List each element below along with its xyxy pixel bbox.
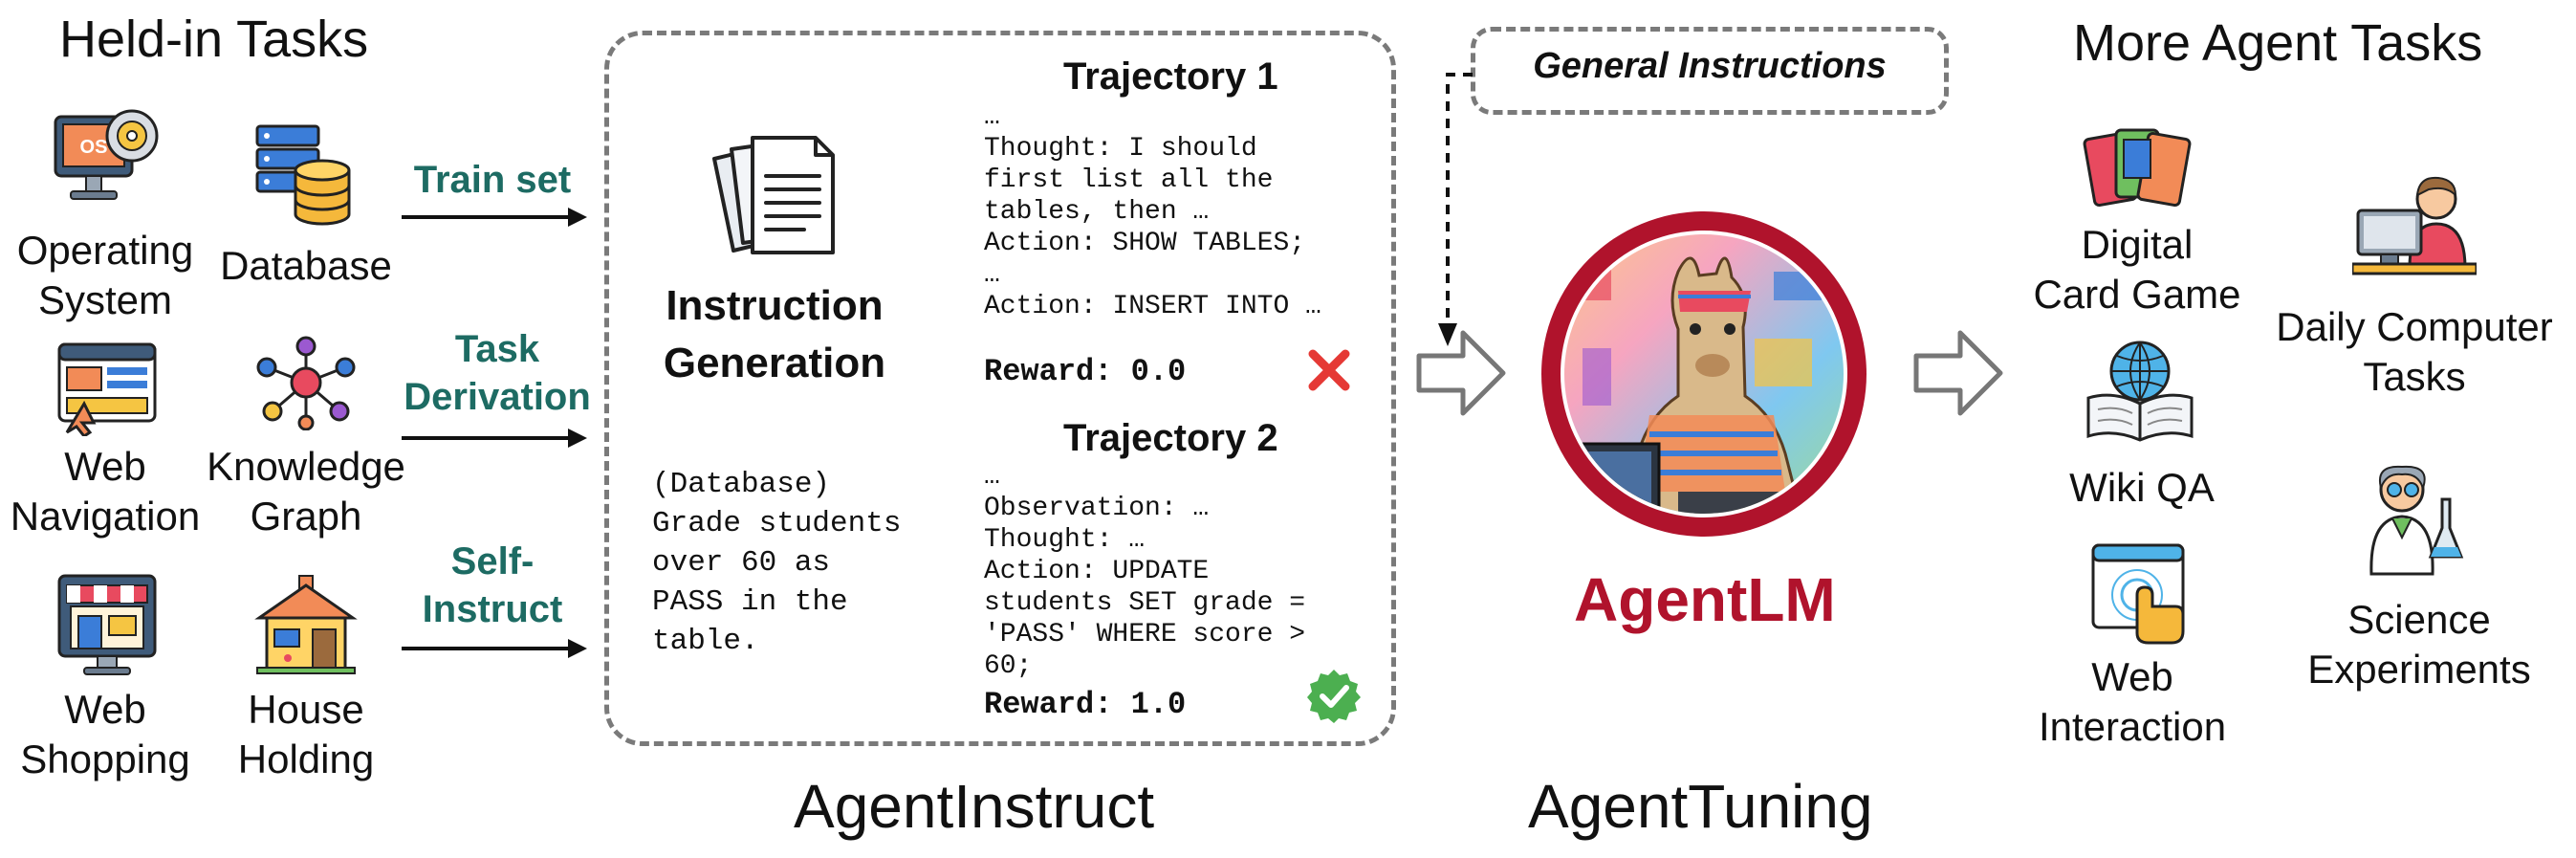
task-web-navigation: Web Navigation: [10, 442, 201, 541]
trajectory-2-title: Trajectory 2: [1063, 417, 1278, 459]
trajectory-1-text: … Thought: I should first list all the t…: [984, 102, 1321, 321]
task-database: Database: [210, 241, 402, 291]
cards-icon: [2080, 122, 2194, 218]
svg-text:OS: OS: [80, 137, 108, 158]
check-icon: [1305, 667, 1363, 724]
task-label-line1: Operating: [16, 228, 194, 273]
web-navigation-icon: [55, 341, 161, 436]
trajectory-1-title: Trajectory 1: [1063, 55, 1278, 98]
task-label-line2: Holding: [237, 737, 375, 781]
shop-icon: [55, 572, 161, 677]
instruction-generation-line2: Generation: [663, 340, 886, 386]
task-derivation-arrow: [400, 424, 591, 452]
task-label-line2: Experiments: [2307, 647, 2531, 692]
self-instruct-arrow: [400, 634, 591, 663]
task-web-shopping: Web Shopping: [10, 685, 201, 784]
task-web-interaction: Web Interaction: [2018, 652, 2247, 752]
task-derivation-line2: Derivation: [404, 376, 591, 418]
task-label-line2: Card Game: [2033, 272, 2241, 317]
agenttuning-title: AgentTuning: [1528, 772, 1873, 841]
database-server-icon: [253, 122, 359, 228]
task-label-line2: Shopping: [20, 737, 190, 781]
train-set-arrow: [400, 203, 591, 231]
computer-disc-icon: OS: [48, 107, 163, 212]
reward-label: Reward:: [984, 354, 1113, 389]
general-instructions-box: [1471, 27, 1949, 115]
task-house-holding: House Holding: [210, 685, 402, 784]
documents-icon: [703, 130, 846, 264]
trajectory-1-reward: Reward: 0.0: [984, 354, 1186, 389]
train-set-label: Train set: [413, 159, 572, 201]
task-derivation-label: Task Derivation: [392, 325, 602, 421]
task-wiki-qa: Wiki QA: [2027, 463, 2257, 513]
agentinstruct-box: [604, 31, 1396, 746]
task-label-line1: Web: [2091, 654, 2173, 699]
task-label-line1: Wiki QA: [2069, 465, 2215, 510]
task-label-line1: Knowledge: [207, 444, 405, 489]
task-label-line1: Web: [64, 687, 146, 732]
scientist-icon: [2354, 461, 2473, 580]
task-knowledge-graph: Knowledge Graph: [191, 442, 421, 541]
agentinstruct-title: AgentInstruct: [794, 772, 1155, 841]
task-digital-card-game: Digital Card Game: [2018, 220, 2257, 319]
held-in-title: Held-in Tasks: [59, 11, 369, 68]
task-label-line1: House: [248, 687, 364, 732]
reward-value: 0.0: [1130, 354, 1187, 389]
task-science-experiments: Science Experiments: [2295, 595, 2543, 694]
self-instruct-label: Self- Instruct: [392, 538, 593, 633]
general-instructions-arrow: [1430, 69, 1488, 356]
task-label-line2: Interaction: [2038, 704, 2227, 749]
instruction-example: (Database) Grade students over 60 as PAS…: [652, 468, 902, 658]
reward-value: 1.0: [1130, 687, 1187, 722]
instruction-generation-line1: Instruction: [666, 282, 884, 329]
globe-book-icon: [2083, 337, 2197, 442]
reward-label: Reward:: [984, 687, 1113, 722]
hollow-arrow-in: [1415, 325, 1507, 421]
instruction-generation-label: Instruction Generation: [641, 277, 908, 392]
more-tasks-title: More Agent Tasks: [2073, 14, 2483, 72]
task-label-line2: Tasks: [2363, 354, 2466, 399]
general-instructions-label: General Instructions: [1533, 46, 1887, 86]
hollow-arrow-out: [1912, 325, 2004, 421]
task-label-line1: Database: [220, 243, 392, 288]
web-click-icon: [2089, 541, 2194, 647]
self-instruct-line1: Self-: [450, 540, 535, 583]
house-icon: [253, 572, 359, 677]
task-label-line2: Navigation: [10, 494, 201, 539]
task-label-line1: Daily Computer: [2276, 304, 2553, 349]
task-label-line1: Digital: [2081, 222, 2194, 267]
agentlm-label: AgentLM: [1574, 565, 1836, 634]
knowledge-graph-icon: [253, 335, 359, 430]
task-derivation-line1: Task: [454, 328, 540, 370]
person-computer-icon: [2352, 172, 2477, 287]
agentlm-avatar: [1535, 205, 1873, 543]
task-operating-system: Operating System: [10, 226, 201, 325]
task-label-line2: Graph: [250, 494, 362, 539]
cross-icon: [1305, 346, 1353, 394]
task-label-line1: Web: [64, 444, 146, 489]
task-label-line2: System: [37, 277, 173, 322]
self-instruct-line2: Instruct: [422, 588, 563, 630]
task-daily-computer-tasks: Daily Computer Tasks: [2252, 302, 2576, 402]
trajectory-2-text: … Observation: … Thought: … Action: UPDA…: [984, 462, 1306, 681]
task-label-line1: Science: [2347, 597, 2491, 642]
trajectory-2-reward: Reward: 1.0: [984, 687, 1186, 722]
